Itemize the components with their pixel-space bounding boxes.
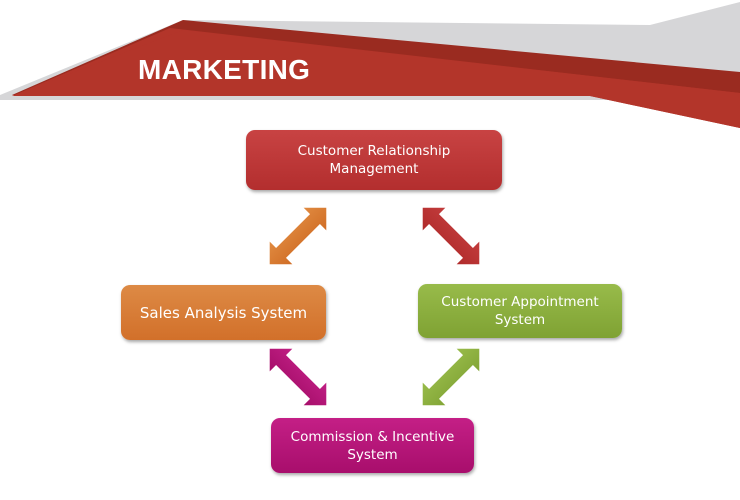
- arrow-crm-appointment: [422, 207, 480, 265]
- node-customer-appointment-system: Customer Appointment System: [418, 284, 622, 338]
- page-title: MARKETING: [138, 54, 311, 85]
- node-label: Sales Analysis System: [139, 303, 308, 322]
- banner-red-base: [12, 30, 740, 128]
- arrow-commission-appointment: [422, 348, 480, 406]
- node-label: Customer Relationship Management: [297, 143, 451, 177]
- node-customer-relationship-management: Customer Relationship Management: [246, 130, 502, 190]
- arrow-sales-crm: [269, 207, 327, 265]
- node-label: Customer Appointment System: [441, 294, 599, 328]
- arrow-sales-commission: [269, 348, 327, 406]
- node-commission-incentive-system: Commission & Incentive System: [271, 418, 474, 473]
- node-sales-analysis-system: Sales Analysis System: [121, 285, 326, 340]
- node-label: Commission & Incentive System: [290, 428, 455, 463]
- header-banner: [0, 2, 740, 128]
